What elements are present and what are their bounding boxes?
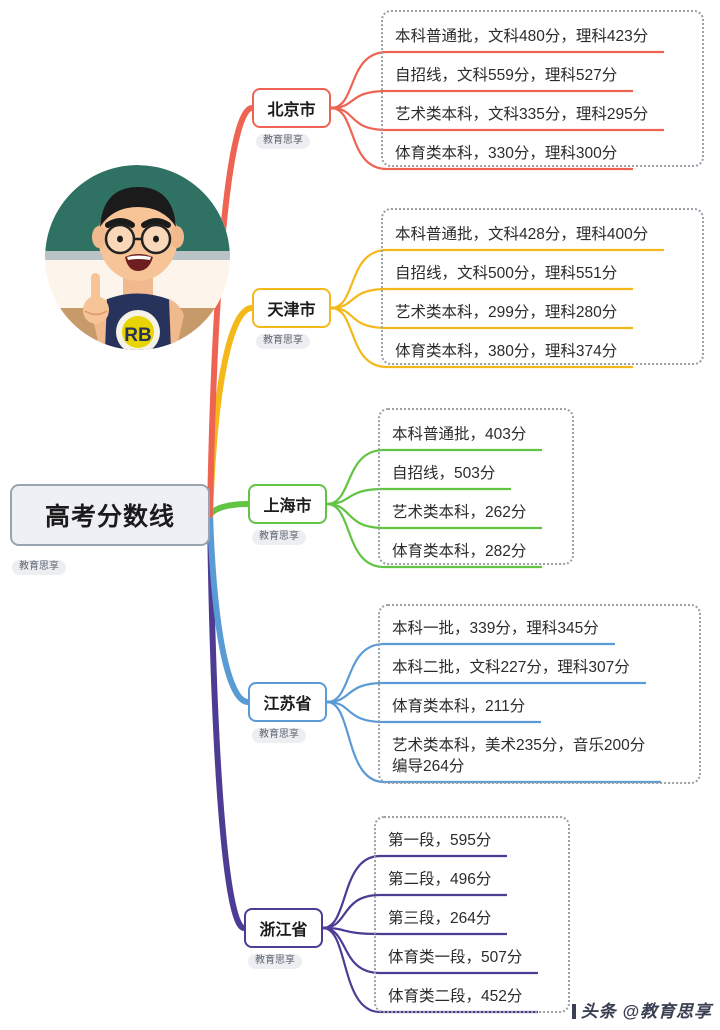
leaf-connector <box>326 700 385 784</box>
root-node-tag: 教育思享 <box>12 560 66 575</box>
branch-node-label: 北京市 <box>267 102 316 119</box>
branch-node-tag-shanghai: 教育思享 <box>252 530 306 545</box>
leaf-connector <box>326 700 385 724</box>
branch-node-tag-zhejiang: 教育思享 <box>248 954 302 969</box>
watermark: 头条 @教育思享 <box>571 997 712 1022</box>
leaf-item[interactable]: 艺术类本科，262分 <box>392 504 527 521</box>
branch-node-label: 江苏省 <box>263 696 312 713</box>
leaf-connector <box>330 306 388 369</box>
leaf-item[interactable]: 体育类本科，330分，理科300分 <box>395 145 618 162</box>
leaf-item[interactable]: 体育类二段，452分 <box>388 988 523 1005</box>
branch-node-tag-beijing: 教育思享 <box>256 134 310 149</box>
leaf-item[interactable]: 本科一批，339分，理科345分 <box>392 620 599 637</box>
branch-node-jiangsu[interactable]: 江苏省 <box>248 682 327 722</box>
leaf-connector <box>326 642 385 704</box>
leaf-item[interactable]: 体育类本科，282分 <box>392 543 527 560</box>
trunk-connector <box>207 512 247 931</box>
leaf-connector <box>322 926 381 1014</box>
leaf-item[interactable]: 本科普通批，文科480分，理科423分 <box>395 28 649 45</box>
leaf-item[interactable]: 本科普通批，文科428分，理科400分 <box>395 226 649 243</box>
leaf-item[interactable]: 艺术类本科，299分，理科280分 <box>395 304 618 321</box>
group-box-tianjin <box>381 208 704 365</box>
leaf-connector <box>326 448 385 506</box>
watermark-text: 头条 @教育思享 <box>580 1002 712 1021</box>
branch-node-label: 上海市 <box>263 498 312 515</box>
leaf-connector <box>326 502 385 569</box>
leaf-item[interactable]: 自招线，文科500分，理科551分 <box>395 265 618 282</box>
leaf-item[interactable]: 自招线，文科559分，理科527分 <box>395 67 618 84</box>
group-box-zhejiang <box>374 816 570 1013</box>
leaf-connector <box>330 106 388 171</box>
trunk-connector <box>207 501 251 518</box>
leaf-item[interactable]: 本科普通批，403分 <box>392 426 527 443</box>
avatar: RB <box>45 165 230 350</box>
branch-node-zhejiang[interactable]: 浙江省 <box>244 908 323 948</box>
branch-node-shanghai[interactable]: 上海市 <box>248 484 327 524</box>
leaf-item[interactable]: 自招线，503分 <box>392 465 496 482</box>
leaf-item[interactable]: 本科二批，文科227分，理科307分 <box>392 659 630 676</box>
leaf-connector <box>322 893 381 930</box>
branch-node-label: 浙江省 <box>259 922 308 939</box>
leaf-item[interactable]: 艺术类本科，文科335分，理科295分 <box>395 106 649 123</box>
leaf-item[interactable]: 艺术类本科，美术235分，音乐200分 编导264分 <box>392 737 646 775</box>
group-box-shanghai <box>378 408 574 565</box>
leaf-item[interactable]: 体育类本科，211分 <box>392 698 526 715</box>
leaf-item[interactable]: 第一段，595分 <box>388 832 492 849</box>
group-box-jiangsu <box>378 604 701 784</box>
leaf-item[interactable]: 体育类本科，380分，理科374分 <box>395 343 618 360</box>
branch-node-beijing[interactable]: 北京市 <box>252 88 331 128</box>
branch-node-tag-jiangsu: 教育思享 <box>252 728 306 743</box>
branch-node-label: 天津市 <box>267 302 316 319</box>
leaf-item[interactable]: 体育类一段，507分 <box>388 949 523 966</box>
watermark-bar <box>571 1004 576 1019</box>
trunk-connector <box>207 512 251 705</box>
leaf-item[interactable]: 第三段，264分 <box>388 910 492 927</box>
root-node[interactable]: 高考分数线 <box>10 484 210 546</box>
svg-text:RB: RB <box>124 325 151 346</box>
root-node-label: 高考分数线 <box>44 503 175 531</box>
leaf-item[interactable]: 第二段，496分 <box>388 871 492 888</box>
leaf-connector <box>330 248 388 310</box>
trunk-connector <box>207 105 255 518</box>
leaf-connector <box>330 50 388 110</box>
group-box-beijing <box>381 10 704 167</box>
branch-node-tianjin[interactable]: 天津市 <box>252 288 331 328</box>
leaf-connector <box>322 854 381 930</box>
branch-node-tag-tianjin: 教育思享 <box>256 334 310 349</box>
